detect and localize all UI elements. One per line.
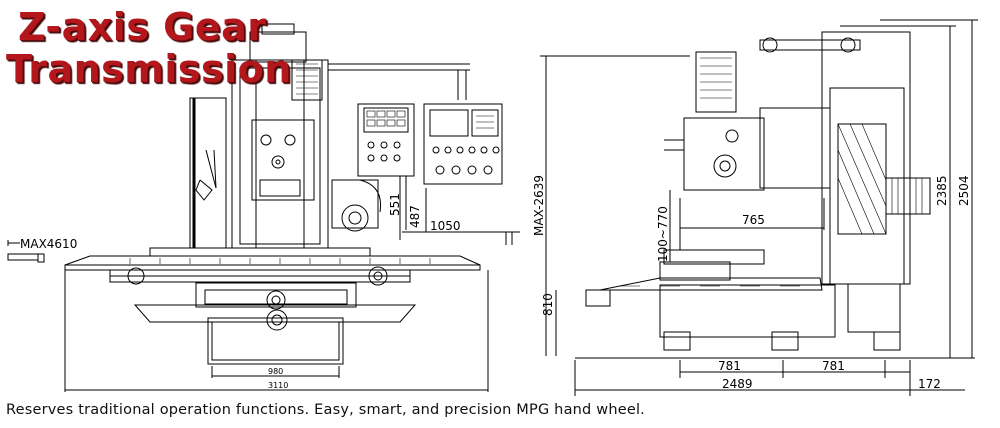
front-head-top [249,31,307,63]
dim-172: 172 [918,377,941,391]
front-control-panel-right [423,103,503,185]
dim-765: 765 [742,213,765,227]
side-table [599,277,823,291]
dim-551: 551 [388,193,402,216]
caption: Reserves traditional operation functions… [6,402,645,418]
dim-2385: 2385 [935,175,949,206]
front-base-skirt [133,304,417,323]
front-base-lower [207,317,344,365]
dim-100-770: 100~770 [656,206,670,262]
front-gearbox [251,119,315,201]
front-handwheel-center [266,290,286,310]
front-table [64,264,481,271]
front-column [231,59,329,249]
side-view [540,19,978,396]
title-line-2: Transmission [6,47,292,91]
front-control-panel-left [357,103,415,177]
dim-max-travel: MAX4610 [20,237,77,251]
front-left-guard [189,97,227,249]
side-head [683,117,765,191]
dim-487: 487 [408,205,422,228]
side-motor [885,177,931,215]
title-line-1: Z-axis Gear [18,5,267,49]
side-base [659,284,836,338]
dim-3110: 3110 [268,381,288,390]
dim-1050: 1050 [430,219,461,233]
dim-2489: 2489 [722,377,753,391]
dim-980: 980 [268,367,283,376]
front-view [7,23,520,392]
dim-2504: 2504 [957,175,971,206]
side-ram [759,107,831,189]
front-mpg-wheel [341,204,369,232]
side-column [821,31,911,285]
dim-781-right: 781 [822,359,845,373]
front-mpg-box [331,179,379,229]
dim-810: 810 [541,293,555,316]
dim-max-2639: MAX-2639 [532,175,546,236]
front-saddle [195,282,357,308]
dim-781-left: 781 [718,359,741,373]
